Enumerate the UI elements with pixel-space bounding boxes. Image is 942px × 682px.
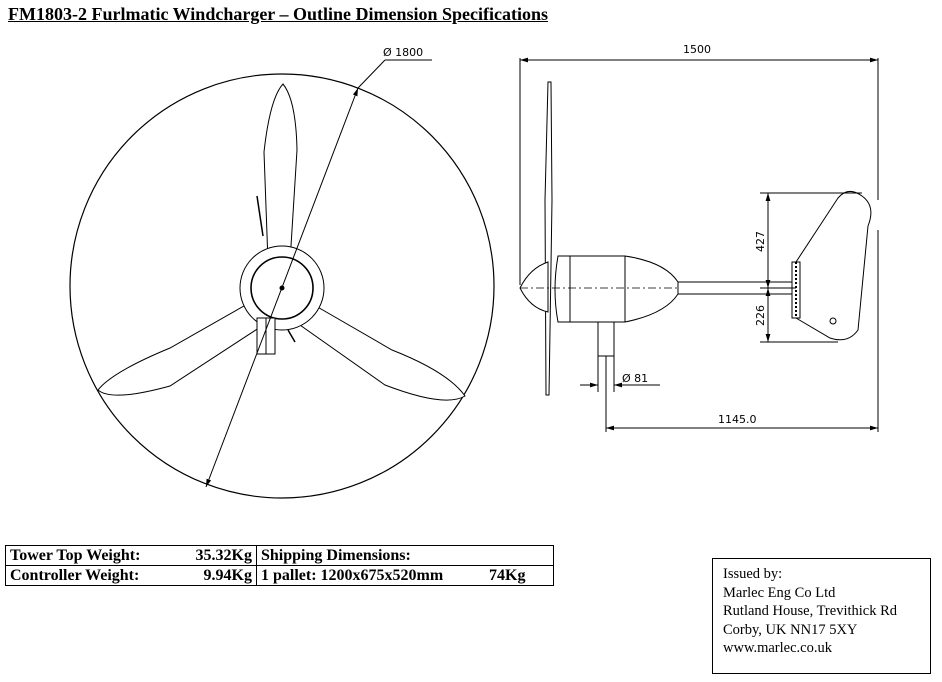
shipping-details-cell: 1 pallet: 1200x675x520mm 74Kg [256,565,554,586]
pole-diameter-label: Ø 81 [622,372,648,385]
diameter-line [205,87,359,488]
shipping-pallet: 1 pallet: 1200x675x520mm [261,567,444,584]
blade-right [289,297,466,401]
specs-table: Tower Top Weight: 35.32Kg Shipping Dimens… [5,545,554,586]
issuer-website: www.marlec.co.uk [723,640,832,656]
nacelle [554,255,679,323]
blade-upper [263,83,298,263]
tail-fin [795,191,872,341]
table-row: Controller Weight: 9.94Kg 1 pallet: 1200x… [5,565,554,586]
table-row: Tower Top Weight: 35.32Kg Shipping Dimens… [5,545,554,566]
front-view [69,59,495,499]
outline-drawing: Ø 1800 [69,43,879,499]
issuer-address-line2: Corby, UK NN17 5XY [723,621,858,638]
shipping-weight: 74Kg [489,567,526,584]
shipping-heading-cell: Shipping Dimensions: [256,545,554,566]
controller-weight-label: Controller Weight: [10,567,140,584]
blade-left [97,297,269,396]
nose-cone [519,261,549,313]
pivot-to-tail-label: 1145.0 [718,413,757,426]
issuer-box: Issued by: Marlec Eng Co Ltd Rutland Hou… [712,558,931,674]
controller-weight-value: 9.94Kg [203,567,252,584]
tail-upper-label: 427 [754,231,767,252]
overall-length-label: 1500 [683,43,711,56]
page-title: FM1803-2 Furlmatic Windcharger – Outline… [8,4,548,24]
controller-weight-cell: Controller Weight: 9.94Kg [5,565,257,586]
issuer-company: Marlec Eng Co Ltd [723,584,836,601]
tower-top-weight-value: 35.32Kg [195,547,252,564]
issuer-heading: Issued by: [723,566,783,582]
pole [597,321,615,357]
issuer-address-line1: Rutland House, Trevithick Rd [723,603,898,619]
side-blade [544,81,553,396]
side-view [519,57,879,432]
shipping-label: Shipping Dimensions: [261,547,411,564]
rotor-swept-circle [69,73,495,499]
rotor-diameter-label: Ø 1800 [383,46,423,59]
tail-lower-label: 226 [754,305,767,326]
tower-top-weight-label: Tower Top Weight: [10,547,141,564]
tower-top-weight-cell: Tower Top Weight: 35.32Kg [5,545,257,566]
